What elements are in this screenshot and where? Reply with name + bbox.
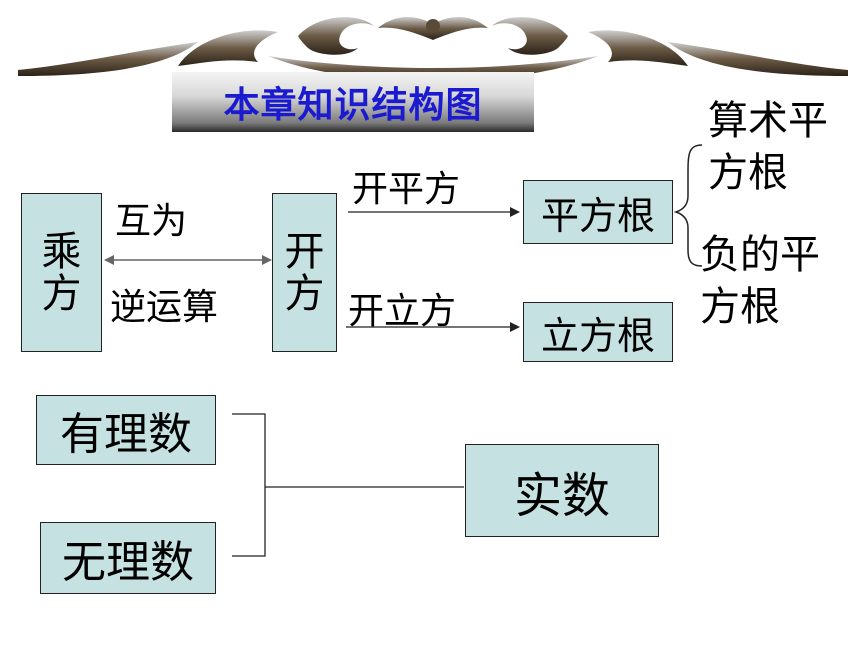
cube-root-arrowhead bbox=[510, 322, 520, 332]
node-square-root: 平方根 bbox=[523, 180, 673, 244]
label-take-square-root: 开平方 bbox=[352, 169, 461, 210]
node-rational-numbers: 有理数 bbox=[36, 395, 216, 465]
node-cube-root: 立方根 bbox=[523, 302, 673, 362]
label-negative-root-line2: 方根 bbox=[700, 284, 780, 330]
node-cube-root-label: 立方根 bbox=[540, 313, 655, 358]
arrowhead-right bbox=[262, 255, 272, 265]
node-real-numbers-label: 实数 bbox=[513, 467, 610, 524]
node-exponentiation-label: 乘方 bbox=[41, 228, 82, 317]
node-square-root-label: 平方根 bbox=[540, 193, 655, 238]
label-mutual: 互为 bbox=[115, 201, 188, 242]
node-irrational-numbers-label: 无理数 bbox=[62, 537, 194, 588]
label-inverse-operation: 逆运算 bbox=[110, 287, 219, 328]
node-root-extraction: 开方 bbox=[272, 193, 337, 352]
curly-brace bbox=[673, 144, 703, 267]
label-arithmetic-root-line2: 方根 bbox=[708, 150, 788, 196]
node-exponentiation: 乘方 bbox=[21, 193, 102, 352]
label-take-cube-root: 开立方 bbox=[348, 291, 457, 332]
node-rational-numbers-label: 有理数 bbox=[60, 409, 192, 460]
square-root-arrowhead bbox=[510, 207, 520, 217]
label-arithmetic-root-line1: 算术平 bbox=[708, 98, 828, 144]
bracket-connector bbox=[232, 413, 266, 557]
page-title: 本章知识结构图 bbox=[223, 85, 483, 126]
node-root-extraction-label: 开方 bbox=[284, 228, 325, 317]
node-real-numbers: 实数 bbox=[465, 444, 659, 537]
label-negative-root-line1: 负的平 bbox=[700, 232, 820, 278]
title-banner: 本章知识结构图 bbox=[172, 72, 534, 132]
node-irrational-numbers: 无理数 bbox=[40, 522, 216, 594]
arrowhead-left bbox=[104, 255, 114, 265]
